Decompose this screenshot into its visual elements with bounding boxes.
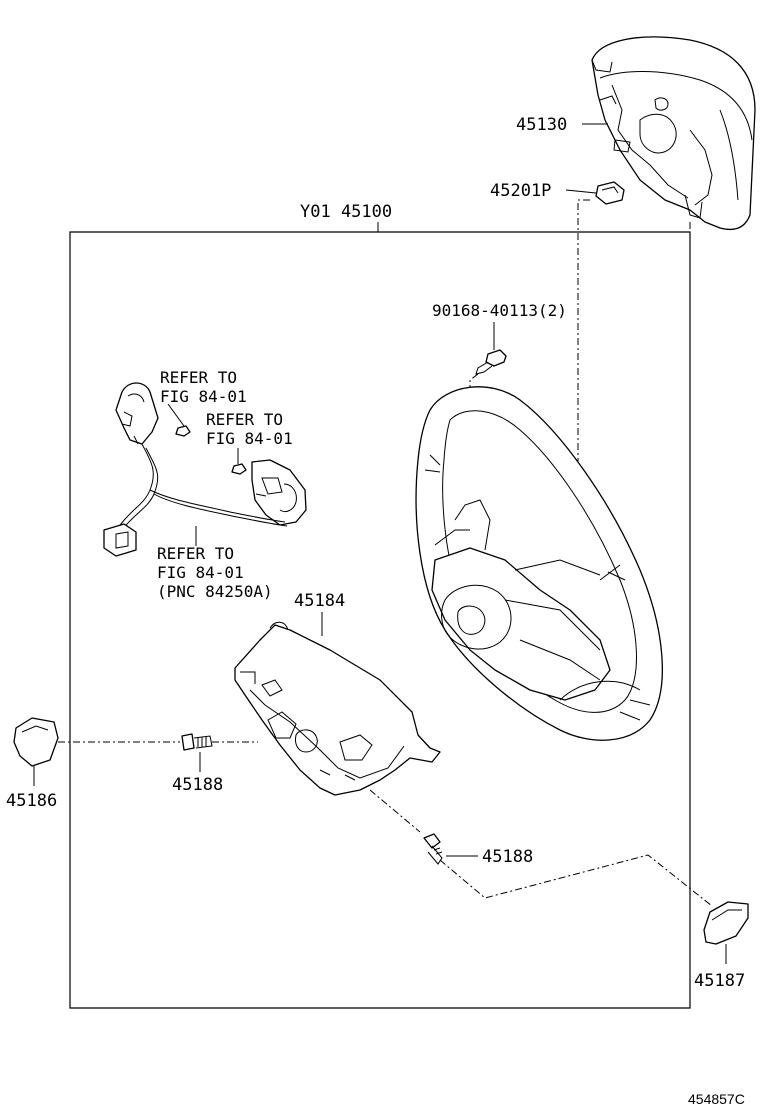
refer1-line1: REFER TO <box>160 368 237 387</box>
connector-icon <box>103 523 137 557</box>
screw-icon-2 <box>231 463 247 475</box>
part-label-45188-left: 45188 <box>172 775 223 795</box>
guide-right-screw <box>369 789 421 833</box>
part-label-45184: 45184 <box>294 591 345 611</box>
refer2-line2: FIG 84-01 <box>206 429 293 448</box>
bolt-icon <box>475 349 507 375</box>
refer1-line2: FIG 84-01 <box>160 387 247 406</box>
part-label-45188-right: 45188 <box>482 847 533 867</box>
refer3-line1: REFER TO <box>157 544 234 563</box>
steering-wheel-icon <box>415 386 663 741</box>
right-cap-icon <box>703 901 749 945</box>
assembly-boundary <box>69 231 691 1009</box>
refer3-line2: FIG 84-01 <box>157 563 244 582</box>
part-label-45201p: 45201P <box>490 181 551 201</box>
refer2-line1: REFER TO <box>206 410 283 429</box>
screw-left-icon <box>181 733 213 751</box>
part-label-45187: 45187 <box>694 971 745 991</box>
part-label-90168: 90168-40113(2) <box>432 301 567 320</box>
diagram-code: 454857C <box>688 1091 745 1107</box>
leader-45201p <box>565 189 597 194</box>
switch-right-icon <box>251 459 307 526</box>
airbag-assembly-icon <box>591 36 756 231</box>
screw-icon <box>175 425 191 437</box>
guide-right-cap <box>439 854 713 907</box>
switch-left-icon <box>115 382 159 445</box>
lower-cover-icon <box>234 621 441 796</box>
leader-refer1 <box>167 403 185 427</box>
nut-icon <box>595 181 625 205</box>
part-label-45186: 45186 <box>6 791 57 811</box>
wire-harness <box>117 443 286 529</box>
left-cap-icon <box>13 717 59 767</box>
part-label-45130: 45130 <box>516 115 567 135</box>
wire-harness-2 <box>121 447 288 531</box>
assembly-label: Y01 45100 <box>300 202 392 222</box>
screw-right-icon <box>423 833 443 865</box>
refer3-line3: (PNC 84250A) <box>157 582 273 601</box>
